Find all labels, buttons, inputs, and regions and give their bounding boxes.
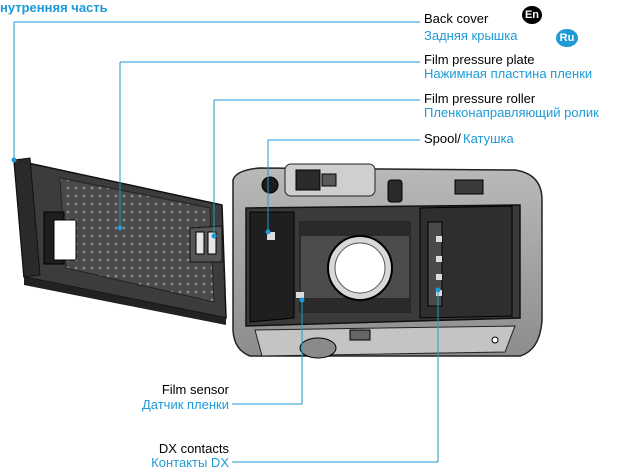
label-pressure-plate-en: Film pressure plate [424, 52, 535, 67]
label-dx-contacts-ru: Контакты DX [151, 455, 229, 470]
page-title: нутренняя часть [0, 0, 108, 15]
leader-lines [13, 21, 439, 463]
language-badge-ru: Ru [556, 29, 578, 47]
back-cover [13, 157, 227, 325]
label-dx-contacts-en: DX contacts [158, 441, 229, 456]
language-badge-en: En [522, 6, 542, 24]
label-back-cover-en: Back cover [424, 11, 489, 26]
label-back-cover-ru: Задняя крышка [424, 28, 518, 43]
label-pressure-roller-ru: Пленконаправляющий ролик [424, 105, 599, 120]
label-film-sensor-ru: Датчик пленки [141, 397, 229, 412]
label-pressure-plate-ru: Нажимная пластина пленки [424, 66, 593, 81]
label-spool-en: Spool/ [424, 131, 461, 146]
leader-dots [11, 157, 441, 303]
label-spool-ru: Катушка [463, 131, 514, 146]
camera-body [232, 163, 543, 359]
label-film-sensor-en: Film sensor [161, 382, 229, 397]
label-pressure-roller-en: Film pressure roller [424, 91, 536, 106]
